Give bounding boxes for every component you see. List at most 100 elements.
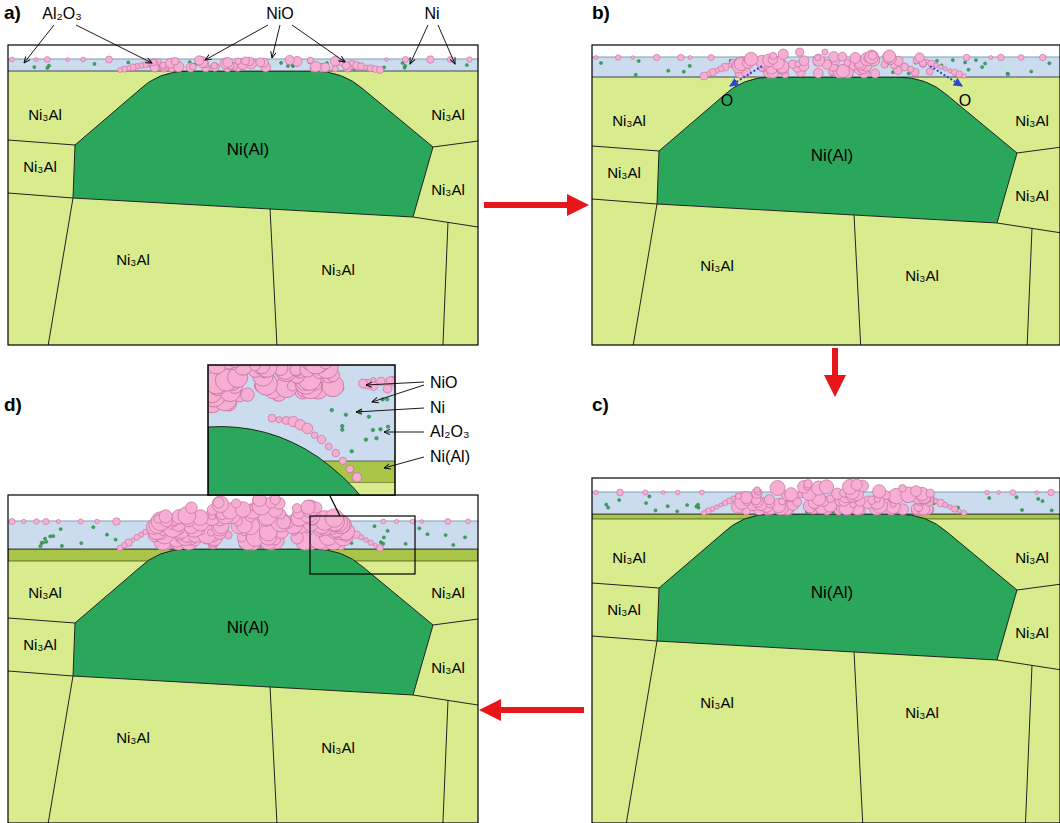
- nio-particle: [212, 496, 229, 513]
- grain-label: Ni₃Al: [114, 251, 152, 269]
- nio-particle: [911, 486, 922, 497]
- ni-particle: [59, 528, 62, 531]
- scene-clipped: [8, 493, 478, 823]
- nio-particle: [232, 499, 241, 508]
- nio-particle: [719, 503, 723, 507]
- nio-particle: [81, 57, 86, 62]
- nio-particle: [722, 500, 727, 505]
- grain-name: Ni₃Al: [607, 164, 641, 181]
- nio-particle: [938, 65, 943, 70]
- nio-particle: [1040, 54, 1046, 60]
- nio-particle: [159, 510, 172, 523]
- callout-label: O: [959, 92, 971, 110]
- leader-line: [356, 408, 424, 412]
- ni-particle: [344, 413, 348, 417]
- panel-label: b): [592, 2, 610, 24]
- grain-name: Ni₃Al: [431, 106, 465, 123]
- ni-particle: [1037, 497, 1040, 500]
- grain-name: Ni₃Al: [1015, 187, 1049, 204]
- nio-particle: [34, 519, 39, 524]
- nio-particle: [211, 63, 217, 69]
- callout-label: O: [721, 92, 733, 110]
- nio-particle: [346, 465, 354, 473]
- nio-particle: [117, 545, 123, 551]
- nio-particle: [113, 518, 121, 526]
- nio-particle: [702, 511, 707, 516]
- ni-particle: [637, 59, 640, 62]
- nio-particle: [256, 58, 265, 67]
- grain-boundary: [592, 199, 657, 204]
- nio-particle: [785, 488, 798, 501]
- alumina-scale: [592, 57, 1060, 77]
- grain-boundary: [438, 700, 448, 823]
- nio-particle: [796, 48, 804, 56]
- nio-particle: [594, 490, 599, 495]
- grain-name: Ni₃Al: [700, 694, 734, 711]
- nio-particle: [394, 519, 398, 523]
- grain-label: Ni₃Al: [605, 601, 643, 619]
- grain-name: Ni₃Al: [28, 584, 62, 601]
- nio-particle: [740, 492, 752, 504]
- nio-particle: [943, 67, 947, 71]
- callout-label: Al₂O₃: [42, 5, 81, 23]
- grain-boundary: [1017, 147, 1060, 153]
- ni-particle: [403, 66, 406, 69]
- nio-particle: [321, 63, 330, 72]
- panel: b)Ni₃AlNi₃AlNi₃AlNi(Al)Ni₃AlNi₃AlNi₃Al: [588, 0, 1060, 345]
- ni-particle: [340, 424, 344, 428]
- grain-boundary: [612, 204, 657, 345]
- nio-particle: [302, 423, 313, 434]
- ni-particle: [49, 535, 52, 538]
- grain-boundary: [854, 214, 867, 345]
- nio-particle: [899, 485, 907, 493]
- ni-particle: [465, 63, 468, 66]
- ni-particle: [964, 61, 967, 64]
- zoom-region: [310, 516, 415, 574]
- nio-particle: [325, 509, 343, 527]
- nio-particle: [301, 500, 315, 514]
- nio-particle: [285, 55, 294, 64]
- nio-particle: [594, 56, 598, 60]
- nio-particle: [466, 519, 471, 524]
- panel-label: d): [4, 394, 22, 416]
- nio-particle: [868, 51, 877, 60]
- nio-particle: [376, 66, 383, 73]
- grain-name: Ni(Al): [811, 583, 854, 602]
- scene-clipped: [592, 48, 1060, 345]
- grain-boundary: [8, 618, 75, 623]
- ni-particle: [1048, 62, 1051, 65]
- panel: d)Ni₃AlNi₃AlNi₃AlNi(Al)Ni₃AlNi₃AlNi₃Al: [0, 392, 480, 823]
- ni-particle: [974, 59, 977, 62]
- grain-label: Ni(Al): [225, 619, 272, 637]
- grain-name: Ni₃Al: [612, 549, 646, 566]
- nio-particle: [359, 535, 364, 540]
- nio-particle: [873, 485, 886, 498]
- nio-particle: [754, 487, 760, 493]
- grain-boundary: [8, 671, 73, 676]
- nio-particle: [1048, 489, 1054, 495]
- nio-particle: [998, 54, 1005, 61]
- ni3al-matrix: [592, 514, 1060, 823]
- callout-label: Ni(Al): [430, 448, 470, 466]
- nio-particle: [242, 57, 250, 65]
- nio-particle: [934, 63, 939, 68]
- nio-particle: [276, 417, 282, 423]
- nio-particle: [838, 52, 847, 61]
- ni-particle: [43, 537, 46, 540]
- nial-grain: [73, 71, 433, 217]
- grain-label: Ni₃Al: [698, 694, 736, 712]
- grain-boundary: [433, 141, 478, 147]
- grain-boundary: [433, 619, 478, 625]
- ni-particle: [935, 59, 938, 62]
- nio-particle: [804, 480, 812, 488]
- grain-boundary: [1022, 228, 1032, 345]
- nio-particle: [615, 55, 621, 61]
- grain-group: [8, 71, 478, 345]
- nio-particle: [778, 49, 788, 59]
- panel-label: a): [4, 2, 21, 24]
- nio-particle: [342, 62, 350, 70]
- grain-name: Ni₃Al: [321, 261, 355, 278]
- grain-boundary: [438, 222, 448, 345]
- nio-particle: [235, 58, 241, 64]
